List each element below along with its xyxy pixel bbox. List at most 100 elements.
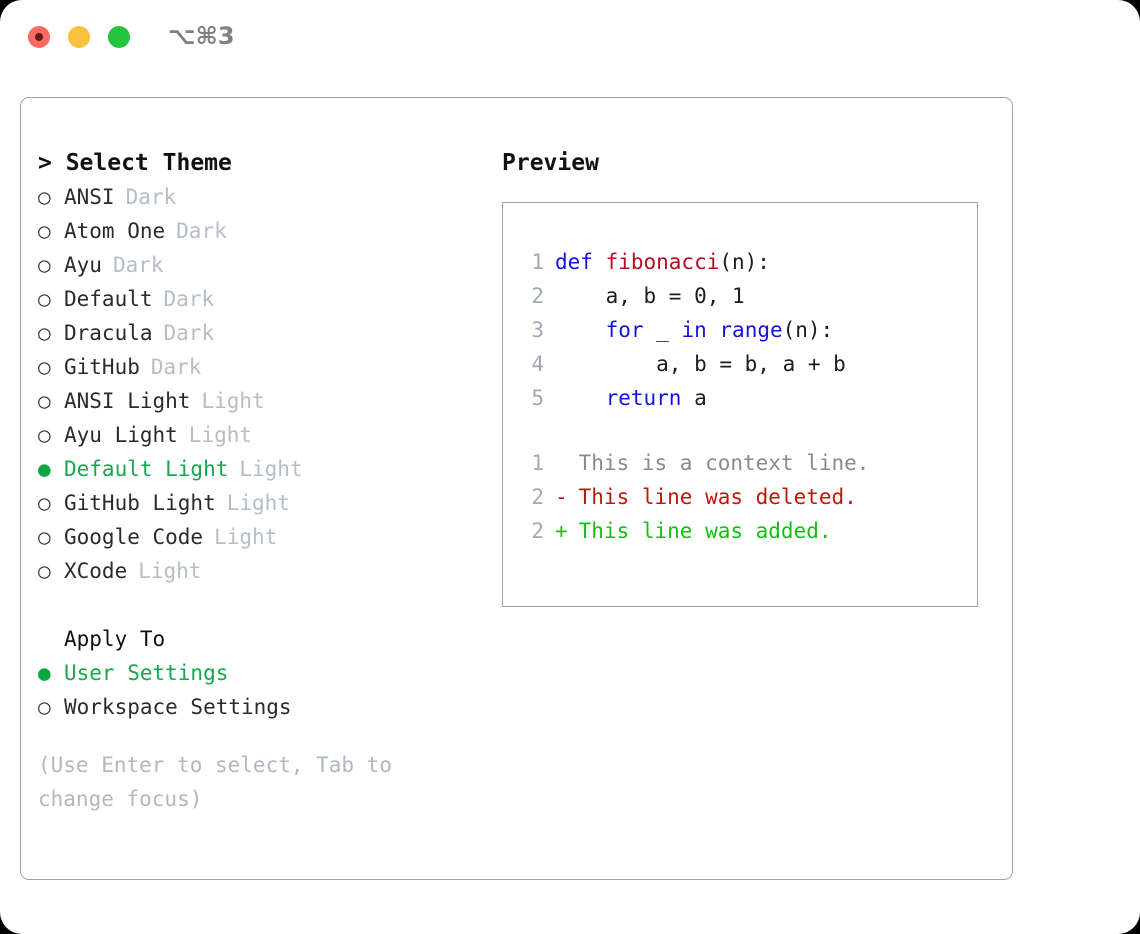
radio-unselected-icon[interactable]: ○ bbox=[38, 287, 51, 311]
code-token: _ bbox=[643, 318, 682, 342]
code-token: in bbox=[681, 318, 707, 342]
theme-list-item[interactable]: ○ ANSI Light Light bbox=[38, 384, 498, 418]
code-token: a bbox=[681, 386, 707, 410]
radio-unselected-icon[interactable]: ○ bbox=[38, 559, 51, 583]
diff-marker bbox=[555, 446, 566, 480]
theme-list-header: > Select Theme bbox=[38, 150, 232, 176]
theme-category-label: Dark bbox=[163, 321, 215, 345]
apply-to-header-row: ○ Apply To bbox=[38, 622, 498, 656]
theme-list-item[interactable]: ○ Ayu Light Light bbox=[38, 418, 498, 452]
theme-list-item[interactable]: ○ GitHub Dark bbox=[38, 350, 498, 384]
code-token bbox=[555, 381, 606, 415]
radio-unselected-icon[interactable]: ○ bbox=[38, 185, 51, 209]
code-line: 3 for _ in range(n): bbox=[516, 313, 971, 347]
keyboard-hint: (Use Enter to select, Tab to change focu… bbox=[38, 753, 393, 811]
diff-text: This is a context line. bbox=[566, 451, 870, 475]
diff-line: 2 + This line was added. bbox=[516, 514, 971, 548]
theme-category-label: Dark bbox=[150, 355, 202, 379]
theme-category-label: Light bbox=[239, 457, 303, 481]
apply-to-item[interactable]: ○Workspace Settings bbox=[38, 690, 498, 724]
theme-name: ANSI Light bbox=[64, 389, 191, 413]
theme-category-label: Light bbox=[188, 423, 253, 447]
theme-category-label: Light bbox=[201, 389, 265, 413]
apply-to-list: ● User Settings ○Workspace Settings bbox=[38, 656, 498, 724]
code-token: fibonacci bbox=[605, 250, 720, 274]
apply-to-header-marker-placeholder: ○ bbox=[38, 622, 64, 656]
diff-text: This line was added. bbox=[566, 519, 832, 543]
minimize-window-icon[interactable] bbox=[68, 26, 90, 48]
code-token: (n): bbox=[719, 250, 770, 274]
theme-name: Ayu Light bbox=[64, 423, 178, 447]
line-number: 2 bbox=[531, 485, 544, 509]
theme-category-label: Light bbox=[214, 525, 278, 549]
theme-category-label: Light bbox=[226, 491, 290, 515]
preview-header: Preview bbox=[502, 150, 599, 176]
theme-name: Atom One bbox=[64, 219, 166, 243]
code-token: def bbox=[555, 250, 606, 274]
radio-unselected-icon[interactable]: ○ bbox=[38, 423, 51, 447]
code-token: a, b = b, a + b bbox=[555, 352, 846, 376]
theme-category-label: Dark bbox=[176, 219, 227, 243]
radio-unselected-icon[interactable]: ○ bbox=[38, 695, 51, 719]
radio-unselected-icon[interactable]: ○ bbox=[38, 525, 51, 549]
diff-marker: + bbox=[555, 519, 568, 543]
close-window-icon[interactable] bbox=[28, 26, 50, 48]
theme-list-item[interactable]: ○ Atom One Dark bbox=[38, 214, 498, 248]
radio-unselected-icon[interactable]: ○ bbox=[38, 355, 51, 379]
theme-name: XCode bbox=[64, 559, 128, 583]
code-token: range bbox=[719, 318, 783, 342]
theme-category-label: Dark bbox=[112, 253, 164, 277]
line-number: 2 bbox=[531, 519, 544, 543]
code-line: 2 a, b = 0, 1 bbox=[516, 279, 971, 313]
diff-line: 2- This line was deleted. bbox=[516, 480, 971, 514]
code-token: return bbox=[605, 386, 682, 410]
code-line: 4 a, b = b, a + b bbox=[516, 347, 971, 381]
theme-list-item[interactable]: ○ Google Code Light bbox=[38, 520, 498, 554]
radio-selected-icon[interactable]: ● bbox=[38, 457, 51, 481]
maximize-window-icon[interactable] bbox=[108, 26, 130, 48]
radio-selected-icon[interactable]: ● bbox=[38, 661, 51, 685]
radio-unselected-icon[interactable]: ○ bbox=[38, 253, 51, 277]
theme-name: ANSI bbox=[64, 185, 115, 209]
line-number: 2 bbox=[531, 284, 544, 308]
radio-unselected-icon[interactable]: ○ bbox=[38, 321, 51, 345]
radio-unselected-icon[interactable]: ○ bbox=[38, 389, 51, 413]
code-token: (n): bbox=[782, 318, 834, 342]
apply-to-name: User Settings bbox=[64, 661, 229, 685]
code-line: 5 return a bbox=[516, 381, 971, 415]
apply-to-item[interactable]: ● User Settings bbox=[38, 656, 498, 690]
radio-unselected-icon[interactable]: ○ bbox=[38, 491, 51, 515]
traffic-lights bbox=[28, 26, 130, 48]
line-number: 5 bbox=[531, 386, 544, 410]
code-token: for bbox=[605, 318, 644, 342]
keyboard-shortcut-label: ⌥⌘3 bbox=[168, 22, 235, 50]
list-spacer bbox=[38, 588, 498, 622]
theme-name: GitHub bbox=[64, 355, 140, 379]
code-token bbox=[555, 313, 606, 347]
diff-sample: 1 This is a context line.2- This line wa… bbox=[516, 446, 971, 548]
line-number: 4 bbox=[531, 352, 544, 376]
theme-name: Default bbox=[64, 287, 153, 311]
line-number: 3 bbox=[531, 318, 544, 342]
radio-unselected-icon[interactable]: ○ bbox=[38, 219, 51, 243]
theme-name: Google Code bbox=[64, 525, 204, 549]
code-token: a, b = 0, 1 bbox=[555, 284, 745, 308]
title-bar: ⌥⌘3 bbox=[0, 0, 1140, 78]
code-line: 1 def fibonacci(n): bbox=[516, 245, 971, 279]
code-diff-spacer bbox=[516, 415, 971, 446]
line-number: 1 bbox=[531, 250, 544, 274]
